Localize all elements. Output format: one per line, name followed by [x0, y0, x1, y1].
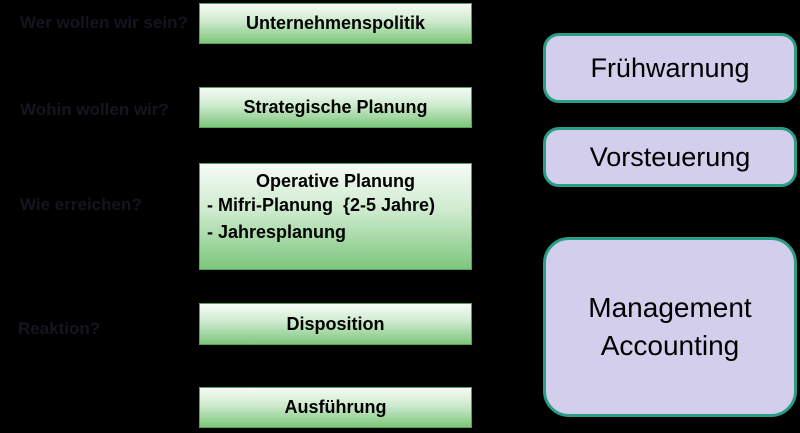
arrow-connector-2 — [360, 125, 370, 169]
controlling-box-vorsteuerung: Vorsteuerung — [543, 127, 797, 187]
question-reaction: Reaktion? — [18, 319, 101, 338]
process-box-title: Unternehmenspolitik — [245, 13, 426, 33]
controlling-box-label: Vorsteuerung — [589, 141, 751, 172]
arrow-connector-3 — [360, 267, 370, 309]
question-who-do-we-want-to-be: Wer wollen wir sein? — [20, 13, 188, 32]
process-box-operative-planung: Operative Planung - Mifri-Planung {2-5 J… — [199, 163, 472, 270]
process-box-unternehmenspolitik: Unternehmenspolitik — [199, 3, 472, 44]
process-box-title: Disposition — [286, 313, 385, 334]
controlling-box-fruehwarnung: Frühwarnung — [543, 33, 797, 103]
bullet-mifri-planung: - Mifri-Planung {2-5 Jahre) — [207, 195, 436, 215]
process-box-disposition: Disposition — [199, 303, 472, 345]
process-box-strategische-planung: Strategische Planung — [199, 87, 472, 128]
process-box-ausfuehrung: Ausführung — [199, 387, 472, 428]
arrow-connector-1 — [360, 41, 370, 93]
controlling-box-management-accounting: Management Accounting — [543, 237, 797, 417]
process-box-title: Strategische Planung — [243, 97, 428, 117]
question-where-do-we-want-to-go: Wohin wollen wir? — [20, 100, 169, 119]
process-box-bullet-list: - Mifri-Planung {2-5 Jahre) - Jahresplan… — [200, 192, 471, 246]
process-box-title: Operative Planung — [255, 171, 416, 191]
bullet-jahresplanung: - Jahresplanung — [207, 222, 347, 242]
question-how-to-achieve: Wie erreichen? — [20, 195, 142, 214]
controlling-box-label: Management Accounting — [588, 292, 752, 361]
process-box-title: Ausführung — [284, 397, 387, 417]
controlling-box-label: Frühwarnung — [590, 52, 750, 83]
arrow-connector-4 — [360, 342, 370, 393]
